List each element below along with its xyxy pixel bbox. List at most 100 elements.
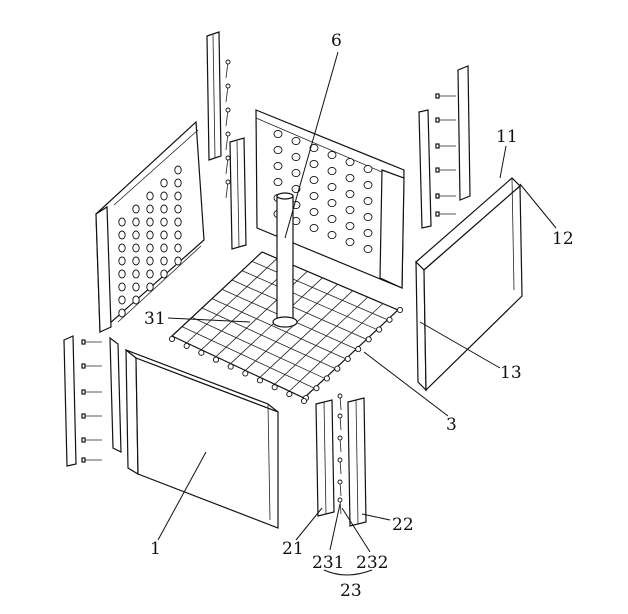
bolt-head: [81, 339, 86, 345]
bolt: [225, 157, 229, 175]
panel-hole: [160, 269, 168, 279]
grid-bar: [231, 279, 367, 340]
grid-clamp: [271, 384, 278, 391]
panel-hole: [146, 243, 154, 253]
panel-hole: [118, 230, 126, 240]
panel-hole: [160, 256, 168, 266]
bolt-head: [225, 131, 231, 137]
central-post: [272, 192, 298, 328]
grid-clamp: [376, 326, 383, 333]
panel-hole: [118, 269, 126, 279]
panel-hole: [160, 217, 168, 227]
label-11: 11: [496, 127, 518, 147]
label-1: 1: [150, 539, 161, 559]
panel-hole: [174, 191, 182, 201]
panel-hole: [273, 161, 283, 171]
panel-hole: [146, 191, 154, 201]
label-232: 232: [356, 553, 388, 573]
bolt-head: [435, 117, 440, 123]
back-perforated-panel: [255, 109, 405, 289]
panel-hole: [309, 175, 319, 185]
panel-hole: [160, 230, 168, 240]
panel-hole: [345, 221, 355, 231]
panel-hole: [363, 180, 373, 190]
panel-hole: [146, 230, 154, 240]
panel-hole: [160, 204, 168, 214]
panel-hole: [345, 189, 355, 199]
panel-hole: [174, 178, 182, 188]
panel-hole: [174, 256, 182, 266]
bolt: [225, 133, 229, 151]
panel-hole: [146, 282, 154, 292]
grid-bar: [201, 307, 336, 370]
panel-hole: [363, 196, 373, 206]
grid-clamp: [355, 346, 362, 353]
panel-hole: [132, 217, 140, 227]
panel-hole: [174, 217, 182, 227]
bolt-head: [337, 435, 343, 441]
panel-hole: [174, 243, 182, 253]
panel-hole: [327, 198, 337, 208]
grid-clamp: [386, 316, 393, 323]
bolt: [225, 85, 229, 103]
grid-bar: [289, 303, 384, 392]
grid-clamp: [313, 385, 320, 392]
bolt-head: [225, 155, 231, 161]
panel-hole: [345, 173, 355, 183]
bolt: [225, 109, 229, 127]
bolt-head: [225, 59, 231, 65]
panel-hole: [363, 244, 373, 254]
leader-lines: [157, 51, 557, 576]
panel-hole: [309, 207, 319, 217]
label-12: 12: [552, 229, 574, 249]
panel-hole: [327, 166, 337, 176]
panel-hole: [327, 230, 337, 240]
panel-hole: [345, 205, 355, 215]
panel-hole: [146, 217, 154, 227]
panel-hole: [160, 178, 168, 188]
grid-clamp: [365, 336, 372, 343]
grid-clamp: [198, 349, 205, 356]
bolt-head: [337, 457, 343, 463]
panel-hole: [309, 223, 319, 233]
grid-clamp: [212, 356, 220, 363]
panel-hole: [146, 269, 154, 279]
grid-bar: [241, 270, 378, 330]
label-21: 21: [282, 539, 304, 559]
panel-hole: [309, 159, 319, 169]
bolt-head: [81, 457, 86, 463]
bolt: [225, 181, 229, 199]
panel-hole: [118, 295, 126, 305]
label-13: 13: [500, 363, 522, 383]
panel-hole: [345, 157, 355, 167]
grid-clamp: [168, 335, 176, 343]
panel-hole: [273, 177, 283, 187]
panel-hole: [309, 143, 319, 153]
upper-right-rails: [418, 65, 471, 229]
panel-hole: [132, 295, 140, 305]
bolt-head: [435, 167, 440, 173]
bolt: [225, 61, 229, 79]
panel-hole: [363, 228, 373, 238]
panel-hole: [160, 243, 168, 253]
panel-hole: [291, 136, 301, 146]
bolt-head: [435, 143, 440, 149]
panel-hole: [291, 152, 301, 162]
bolt-head: [81, 413, 86, 419]
upper-left-rails: [206, 31, 247, 250]
panel-hole: [132, 243, 140, 253]
front-solid-panel: [125, 348, 279, 529]
panel-hole: [146, 256, 154, 266]
label-31: 31: [144, 309, 166, 329]
grid-bar: [181, 326, 315, 389]
grid-clamp: [256, 377, 264, 384]
panel-hole: [174, 230, 182, 240]
panel-hole: [118, 217, 126, 227]
grid-bar: [245, 283, 338, 371]
lower-center-connector: [315, 393, 367, 527]
bolt-head: [81, 363, 86, 369]
bolt-head: [225, 179, 231, 185]
grid-clamp: [183, 342, 190, 349]
grid-clamp: [286, 391, 293, 398]
